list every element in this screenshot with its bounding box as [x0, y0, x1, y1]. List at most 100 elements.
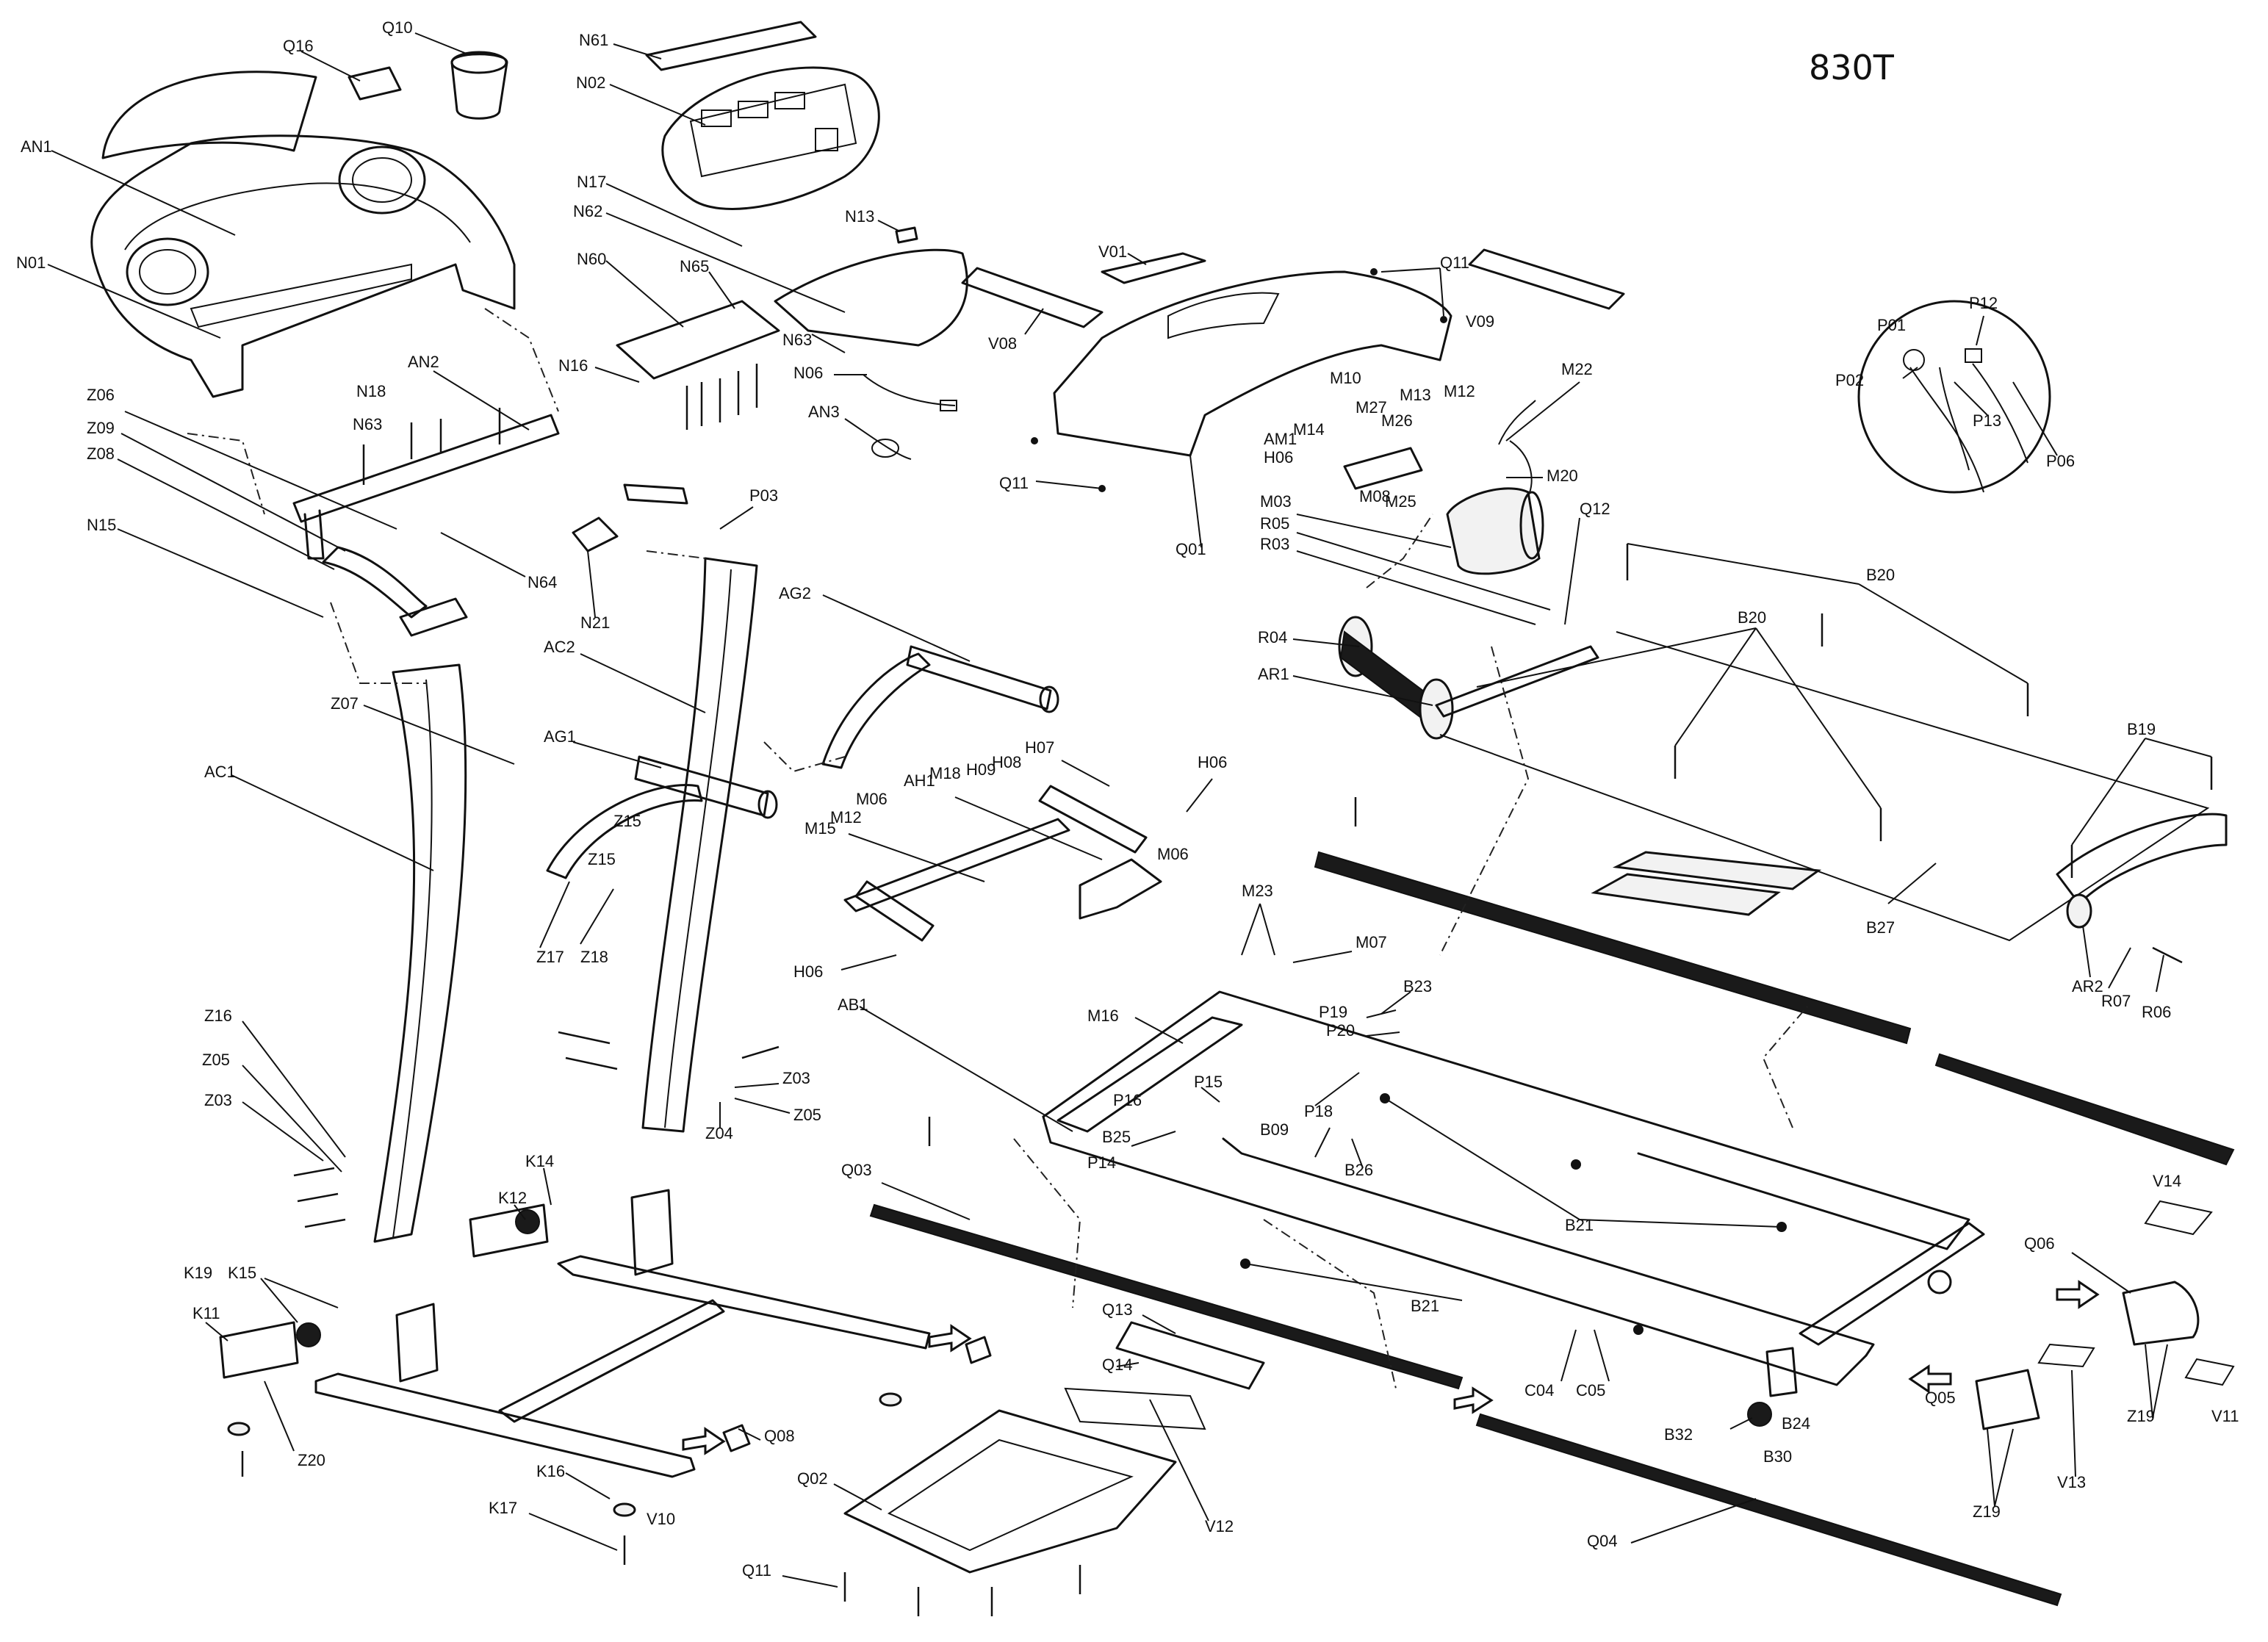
leader-m06 — [954, 796, 1103, 860]
connector-p12 — [1965, 348, 1982, 363]
leader-b21-top-2 — [1579, 1219, 1782, 1228]
part-label-m10: M10 — [1330, 369, 1361, 387]
wire-n06 — [863, 374, 956, 406]
part-label-n63b: N63 — [353, 415, 382, 433]
part-label-ah1: AH1 — [904, 771, 935, 790]
part-label-b21b: B21 — [1411, 1297, 1439, 1315]
screw — [741, 1045, 780, 1059]
sensor-an3 — [871, 439, 899, 458]
leader-v12 — [1149, 1399, 1209, 1522]
leader-ag2 — [822, 594, 971, 662]
part-label-m18: M18 — [929, 764, 961, 782]
leader-z19-right-2 — [2152, 1344, 2168, 1419]
part-label-p16: P16 — [1113, 1091, 1142, 1109]
model-number: 830T — [1809, 48, 1895, 87]
leader-b27 — [1887, 863, 1937, 904]
part-label-b32: B32 — [1664, 1425, 1693, 1444]
screw — [2152, 946, 2183, 964]
leader-z06 — [124, 411, 397, 530]
part-label-h06b: H06 — [1198, 753, 1227, 771]
wire-m22 — [1498, 400, 1536, 445]
part-label-m06a: M06 — [856, 790, 888, 808]
part-label-h08: H08 — [992, 753, 1021, 771]
leader-z19-bottom — [1987, 1428, 1995, 1507]
part-label-an3: AN3 — [808, 403, 840, 421]
cupholder-left — [126, 237, 209, 306]
leader-k19 — [260, 1278, 298, 1323]
part-label-k15: K15 — [228, 1264, 256, 1282]
leader-b20-mid-2 — [1755, 627, 1882, 809]
base-rail-front — [314, 1372, 696, 1478]
decal-v08 — [961, 267, 1104, 328]
leader-b32 — [1729, 1417, 1753, 1430]
leader-p18 — [1314, 1072, 1360, 1106]
part-label-m27: M27 — [1356, 398, 1387, 417]
part-label-r04: R04 — [1258, 628, 1287, 647]
part-label-n01: N01 — [16, 253, 46, 272]
decal-v12 — [1064, 1387, 1206, 1430]
part-label-v09: V09 — [1466, 312, 1494, 331]
roller-ar1 — [1419, 678, 1454, 740]
part-label-b20b: B20 — [1738, 608, 1766, 627]
part-label-m22: M22 — [1561, 360, 1593, 378]
leader-q06 — [2071, 1252, 2131, 1294]
part-label-n65: N65 — [680, 257, 709, 276]
decal-v01 — [1101, 252, 1206, 284]
leader-b21-bottom — [1245, 1263, 1463, 1301]
leader-z03 — [242, 1101, 324, 1162]
leader-m03 — [1296, 514, 1452, 548]
leader-q04 — [1630, 1498, 1757, 1544]
part-label-z05a: Z05 — [202, 1051, 230, 1069]
part-label-m25: M25 — [1385, 492, 1416, 511]
base-crossbar — [498, 1299, 725, 1423]
leader-an1 — [51, 150, 236, 236]
leader-n16 — [594, 367, 640, 383]
assembly-line-console-left — [187, 433, 265, 515]
shim-plate-2 — [1591, 873, 1781, 916]
leader-z17 — [539, 881, 570, 948]
leader-n65 — [708, 271, 735, 309]
leader-n60 — [605, 260, 684, 328]
part-label-q02: Q02 — [797, 1469, 828, 1488]
leader-z19-bottom-2 — [1994, 1428, 2014, 1507]
part-label-k12: K12 — [498, 1189, 527, 1207]
frame-foot-b24 — [1765, 1347, 1798, 1397]
rear-roller-ar2-end — [2066, 893, 2092, 929]
part-label-b20a: B20 — [1866, 566, 1895, 584]
leader-z03-right — [734, 1083, 780, 1088]
screw — [297, 1192, 339, 1203]
rear-roller-ar2 — [2056, 813, 2228, 905]
bracket-n60 — [616, 300, 780, 380]
assembly-line-deck — [1762, 1006, 1808, 1128]
part-label-ab1: AB1 — [838, 995, 868, 1014]
side-handle-ag2-tube — [906, 645, 1052, 710]
display-window-1 — [701, 109, 732, 127]
part-label-q16: Q16 — [283, 37, 314, 55]
leader-k12 — [514, 1204, 526, 1220]
display-panel-face — [689, 83, 857, 178]
part-label-p20: P20 — [1326, 1021, 1355, 1040]
part-label-z05b: Z05 — [793, 1106, 821, 1124]
leader-z05 — [242, 1065, 342, 1173]
leader-p13 — [1954, 381, 1988, 416]
part-label-z07: Z07 — [331, 694, 359, 713]
console-group — [90, 21, 968, 460]
fasteners — [241, 268, 2213, 1616]
part-label-m16: M16 — [1087, 1007, 1119, 1025]
part-label-z16: Z16 — [204, 1007, 232, 1025]
part-label-q04: Q04 — [1587, 1532, 1618, 1550]
lift-arm-left — [854, 880, 935, 942]
leader-n63 — [811, 334, 846, 353]
leader-z16 — [242, 1020, 346, 1158]
part-label-ar1: AR1 — [1258, 665, 1289, 683]
leader-h07 — [1061, 760, 1110, 787]
crossbar-bracket-left — [303, 509, 325, 560]
leader-n17 — [605, 183, 743, 247]
leader-b09 — [1314, 1127, 1331, 1158]
part-label-p14: P14 — [1087, 1153, 1116, 1172]
screw-head — [1031, 437, 1038, 444]
decal-v14 — [2144, 1200, 2213, 1236]
leader-c04 — [1560, 1329, 1577, 1382]
part-label-k19: K19 — [184, 1264, 212, 1282]
lift-motor-m06 — [1079, 858, 1162, 920]
